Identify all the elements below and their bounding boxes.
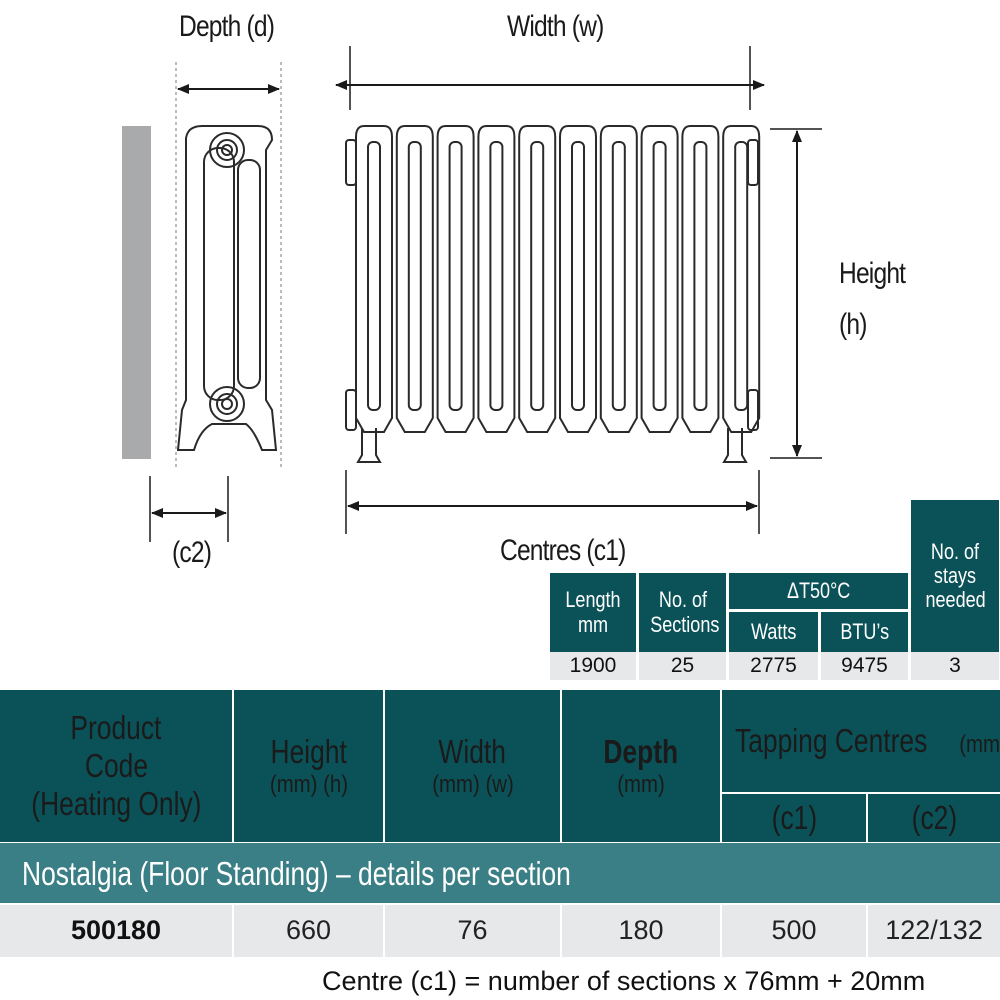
side-view-section (176, 125, 278, 451)
header-product-code: Product Code (Heating Only) (30, 709, 202, 822)
radiator-section (640, 125, 679, 433)
radiator-section-fin (652, 141, 667, 411)
divider (383, 905, 385, 957)
divider (866, 905, 868, 957)
radiator-section (355, 125, 393, 433)
radiator-section-fin (448, 141, 463, 411)
radiator-section (722, 125, 761, 433)
radiator-section (681, 125, 720, 433)
divider (560, 905, 562, 957)
header-height: Height (mm) (h) (269, 733, 348, 799)
spec-header-delta: ΔT50°C (729, 573, 908, 609)
radiator-section-fin (571, 141, 585, 411)
radiator-section-fin (693, 141, 708, 411)
cell-c1: 500 (771, 915, 817, 946)
divider (560, 690, 562, 842)
spec-header-sections: No. of Sections (639, 573, 726, 652)
radiator-section (518, 125, 557, 433)
radiator-section-fin (530, 141, 545, 411)
height-label: Height (839, 257, 906, 290)
width-label: Width (w) (507, 10, 604, 43)
cell-width: 76 (457, 915, 488, 946)
spec-header-watts: Watts (729, 612, 818, 652)
cell-height: 660 (285, 915, 332, 946)
spec-value-stays: 3 (911, 652, 999, 680)
radiator-section (436, 125, 475, 433)
divider (232, 690, 234, 842)
radiator-section (599, 125, 638, 433)
spec-header-stays: No. of stays needed (911, 500, 999, 652)
divider (383, 690, 385, 842)
divider (722, 792, 1000, 794)
divider (720, 690, 722, 842)
front-view-radiator (345, 125, 761, 463)
spec-header-length: Length mm (550, 573, 636, 652)
radiator-section-fin (489, 141, 504, 411)
radiator-section-fin (611, 141, 626, 411)
divider (866, 794, 868, 842)
main-table-header-bg (0, 690, 1000, 842)
cell-c2: 122/132 (885, 915, 983, 946)
radiator-section (477, 125, 516, 433)
spec-value-length: 1900 (550, 652, 636, 680)
cell-product-code: 500180 (70, 915, 162, 946)
table-row (0, 905, 1000, 957)
divider (232, 905, 234, 957)
radiator-drawing (122, 46, 822, 542)
divider (720, 905, 722, 957)
height-symbol-label: (h) (839, 308, 867, 341)
cell-depth: 180 (618, 915, 664, 946)
centres-label: Centres (c1) (500, 534, 626, 567)
header-c1: (c1) (771, 799, 817, 837)
radiator-section-fin (367, 141, 381, 411)
spec-value-sections: 25 (639, 652, 726, 680)
section-title-bar: Nostalgia (Floor Standing) – details per… (0, 843, 1000, 903)
depth-label: Depth (d) (179, 10, 275, 43)
section-title: Nostalgia (Floor Standing) – details per… (22, 855, 571, 892)
c2-label: (c2) (172, 536, 212, 569)
spec-value-btus: 9475 (821, 652, 908, 680)
header-tapping-centres: Tapping Centres (mm) (734, 722, 1000, 760)
spec-header-btus: BTU’s (821, 612, 908, 652)
wall (122, 126, 151, 459)
header-c2: (c2) (911, 799, 957, 837)
footer-note: Centre (c1) = number of sections x 76mm … (322, 966, 926, 996)
radiator-section (559, 125, 597, 433)
header-depth: Depth (mm) (603, 733, 679, 799)
radiator-section (395, 125, 434, 433)
radiator-section-fin (407, 141, 422, 411)
spec-value-watts: 2775 (729, 652, 818, 680)
header-width: Width (mm) (w) (431, 733, 514, 799)
radiator-section-fin (734, 141, 749, 411)
